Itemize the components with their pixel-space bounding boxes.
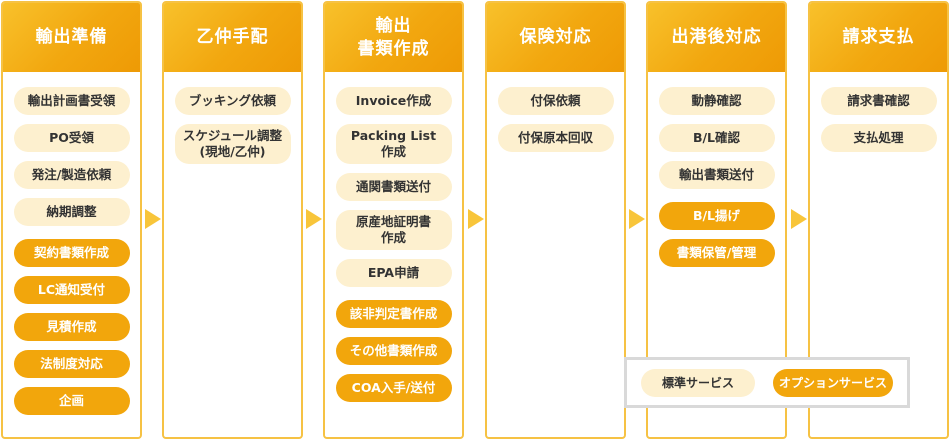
option-service-item: COA入手/送付 — [335, 374, 452, 402]
standard-service-item: 輸出書類送付 — [658, 161, 775, 189]
option-service-item: 該非判定書作成 — [335, 300, 452, 328]
standard-service-item: 請求書確認 — [820, 87, 937, 115]
stage-header: 乙仲手配 — [164, 3, 301, 72]
option-service-item: 書類保管/管理 — [658, 239, 775, 267]
stage-header: 輸出 書類作成 — [325, 3, 462, 72]
option-service-item: 契約書類作成 — [13, 239, 130, 267]
option-service-item: 法制度対応 — [13, 350, 130, 378]
standard-service-item: PO受領 — [13, 124, 130, 152]
stage-header: 保険対応 — [487, 3, 624, 72]
standard-service-item: 輸出計画書受領 — [13, 87, 130, 115]
flow-arrow-icon — [468, 209, 484, 229]
option-service-item: 見積作成 — [13, 313, 130, 341]
standard-service-item: 原産地証明書 作成 — [335, 210, 452, 250]
standard-service-item: EPA申請 — [335, 259, 452, 287]
stage-items: 動静確認 B/L確認輸出書類送付 B/L揚げ書類保管/管理 — [648, 72, 785, 276]
stage-column: 輸出 書類作成 Invoice作成 Packing List 作成通関書類送付原産地… — [323, 1, 464, 439]
standard-service-item: 付保依頼 — [497, 87, 614, 115]
stage-header: 出港後対応 — [648, 3, 785, 72]
stage-column: 保険対応付保依頼付保原本回収 — [485, 1, 626, 439]
flow-arrow-icon — [306, 209, 322, 229]
option-service-item: 企画 — [13, 387, 130, 415]
stage-column: 乙仲手配ブッキング依頼スケジュール調整 (現地/乙仲) — [162, 1, 303, 439]
standard-service-item: B/L確認 — [658, 124, 775, 152]
standard-service-item: 支払処理 — [820, 124, 937, 152]
option-service-item: その他書類作成 — [335, 337, 452, 365]
stage-items: Invoice作成 Packing List 作成通関書類送付原産地証明書 作成 E… — [325, 72, 462, 411]
stage-header: 請求支払 — [810, 3, 947, 72]
standard-service-item: スケジュール調整 (現地/乙仲) — [174, 124, 291, 164]
stage-items: 輸出計画書受領 PO受領発注/製造依頼納期調整契約書類作成 LC通知受付見積作成法制… — [3, 72, 140, 424]
stage-items: 請求書確認支払処理 — [810, 72, 947, 161]
stage-items: 付保依頼付保原本回収 — [487, 72, 624, 161]
standard-service-item: 付保原本回収 — [497, 124, 614, 152]
legend-option: オプションサービス — [773, 368, 893, 397]
standard-service-item: Packing List 作成 — [335, 124, 452, 164]
stage-header: 輸出準備 — [3, 3, 140, 72]
flow-arrow-icon — [791, 209, 807, 229]
standard-service-item: 動静確認 — [658, 87, 775, 115]
option-service-item: LC通知受付 — [13, 276, 130, 304]
stage-items: ブッキング依頼スケジュール調整 (現地/乙仲) — [164, 72, 301, 173]
legend-standard: 標準サービス — [641, 368, 755, 397]
standard-service-item: Invoice作成 — [335, 87, 452, 115]
stage-column: 輸出準備輸出計画書受領 PO受領発注/製造依頼納期調整契約書類作成 LC通知受付見積… — [1, 1, 142, 439]
option-service-item: B/L揚げ — [658, 202, 775, 230]
standard-service-item: 通関書類送付 — [335, 173, 452, 201]
standard-service-item: 納期調整 — [13, 198, 130, 226]
standard-service-item: 発注/製造依頼 — [13, 161, 130, 189]
flow-arrow-icon — [629, 209, 645, 229]
standard-service-item: ブッキング依頼 — [174, 87, 291, 115]
legend: 標準サービス オプションサービス — [624, 357, 910, 408]
flow-arrow-icon — [145, 209, 161, 229]
